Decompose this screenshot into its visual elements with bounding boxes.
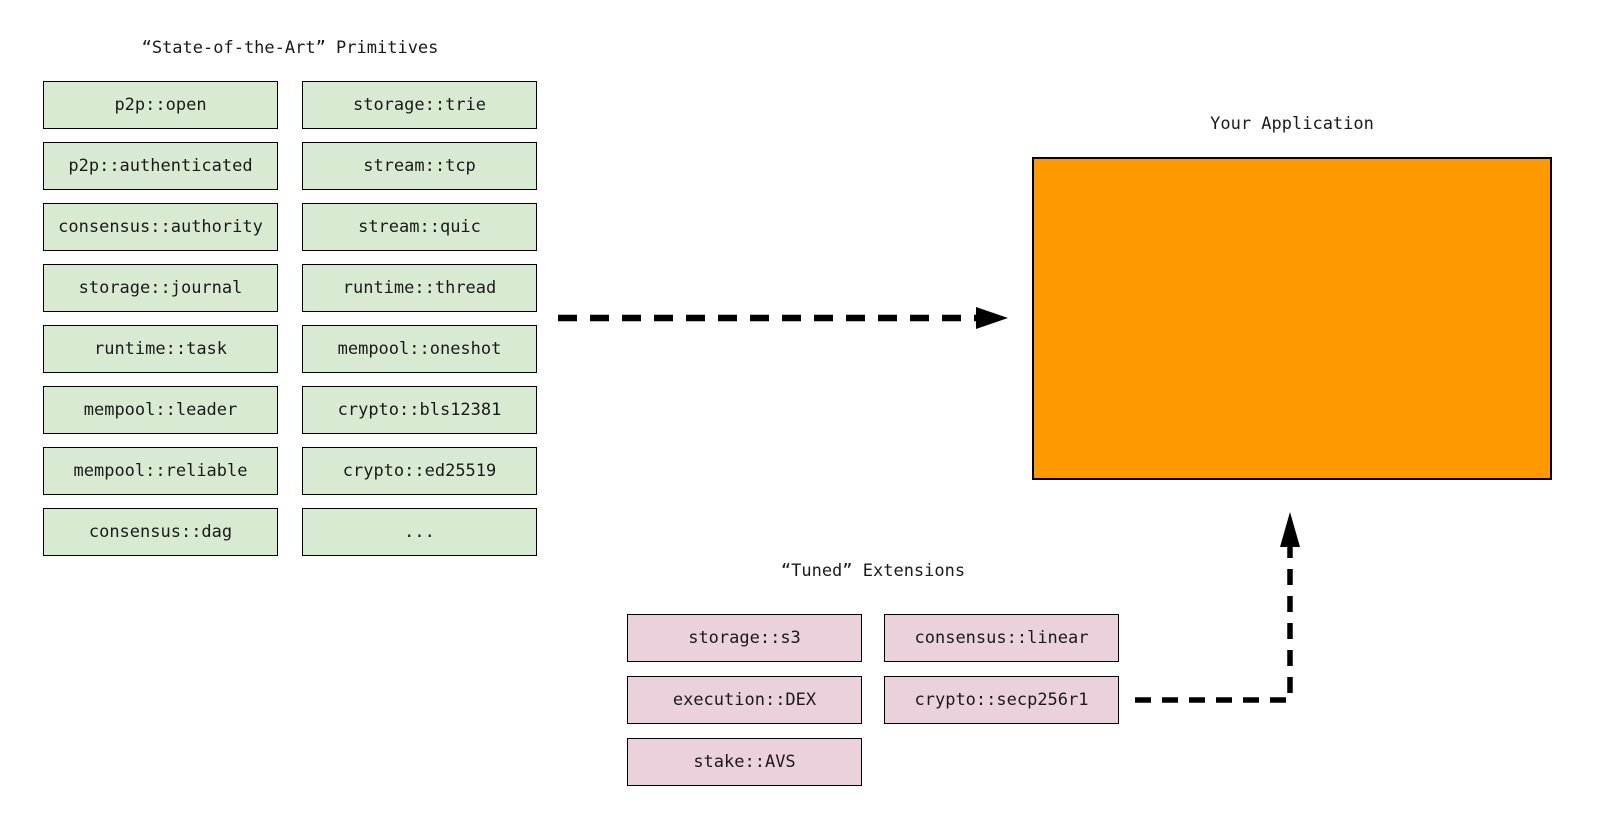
primitive-box: p2p::open: [43, 81, 278, 129]
primitive-box: mempool::oneshot: [302, 325, 537, 373]
arrow-right-head-icon: [976, 307, 1008, 329]
extension-box: consensus::linear: [884, 614, 1119, 662]
arrow-up-head-icon: [1280, 512, 1300, 547]
primitive-box: stream::tcp: [302, 142, 537, 190]
primitive-box: consensus::authority: [43, 203, 278, 251]
extension-box: crypto::secp256r1: [884, 676, 1119, 724]
extensions-to-application-arrow: [1135, 512, 1300, 703]
primitive-box: storage::trie: [302, 81, 537, 129]
application-container: stream::quicp2p::authenticatedconsensus:…: [1032, 157, 1552, 480]
extension-box: stake::AVS: [627, 738, 862, 786]
primitive-box: runtime::task: [43, 325, 278, 373]
primitives-title: “State-of-the-Art” Primitives: [141, 38, 439, 58]
primitive-box: runtime::thread: [302, 264, 537, 312]
extensions-title: “Tuned” Extensions: [780, 561, 966, 581]
extension-box: storage::s3: [627, 614, 862, 662]
extension-box: execution::DEX: [627, 676, 862, 724]
primitive-box: stream::quic: [302, 203, 537, 251]
primitive-box: p2p::authenticated: [43, 142, 278, 190]
primitive-box: consensus::dag: [43, 508, 278, 556]
primitive-box: crypto::ed25519: [302, 447, 537, 495]
primitive-box: mempool::leader: [43, 386, 278, 434]
primitive-box: crypto::bls12381: [302, 386, 537, 434]
primitive-box: mempool::reliable: [43, 447, 278, 495]
application-title: Your Application: [1210, 114, 1374, 134]
primitive-box: storage::journal: [43, 264, 278, 312]
primitive-box: ...: [302, 508, 537, 556]
primitives-to-application-arrow: [558, 307, 1008, 329]
